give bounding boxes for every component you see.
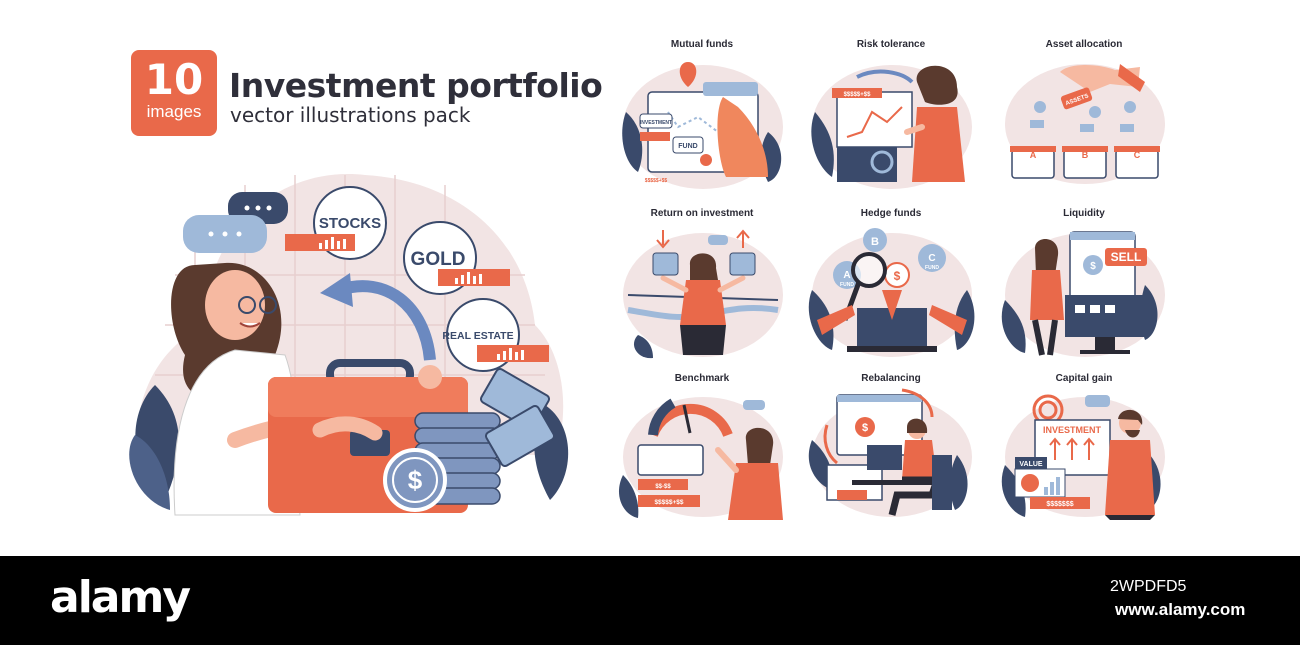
tile-label-hedge-funds: Hedge funds (860, 208, 922, 219)
hero-label-real-estate: REAL ESTATE (442, 330, 513, 342)
dollar-icon: $ (1090, 261, 1096, 272)
tile-label-mutual-funds: Mutual funds (670, 39, 734, 50)
tag-fund-c: FUND (925, 265, 939, 271)
tile-label-capital-gain: Capital gain (1055, 373, 1113, 384)
tag-a: A (843, 270, 850, 281)
tile-risk-tolerance: $$$$$+$$ (811, 65, 972, 189)
tile-label-benchmark: Benchmark (674, 373, 730, 384)
dollar-coin-icon: $ (408, 465, 423, 495)
tile-liquidity: $ SELL (1001, 231, 1165, 357)
tag-fund-a: FUND (840, 282, 854, 288)
tag-b: B (871, 236, 879, 248)
hero-label-stocks: STOCKS (319, 215, 381, 232)
tile-mutual-funds: INVESTMENT FUND $$$$$+$$ (622, 62, 783, 189)
tile-label-rebalancing: Rebalancing (861, 373, 921, 384)
page-title: Investment portfolio (229, 66, 603, 105)
tag-value: VALUE (1019, 461, 1043, 468)
image-count-label: images (146, 102, 202, 121)
tag-investment: INVESTMENT (1043, 425, 1102, 435)
tag-range: $$-$$ (655, 484, 671, 490)
tag-amount: $$$$$+$$ (645, 178, 668, 184)
tag-c: C (928, 253, 935, 264)
brand-logo: alamy (50, 572, 191, 623)
dollar-icon: $ (862, 422, 868, 434)
footer-bar (0, 556, 1300, 645)
image-id: 2WPDFD5 (1110, 578, 1187, 595)
tag-fund: FUND (678, 143, 697, 150)
tile-label-asset-allocation: Asset allocation (1045, 39, 1123, 50)
tile-return-on-investment (623, 229, 783, 359)
tile-capital-gain: INVESTMENT VALUE $$$$$$$ (1001, 394, 1165, 520)
tag-sell: SELL (1111, 250, 1142, 264)
tag-amount: $$$$$$$ (1046, 501, 1073, 508)
tile-hedge-funds: B A FUND C FUND $ (808, 228, 975, 357)
tag-investment: INVESTMENT (640, 120, 672, 126)
tile-label-return-on-investment: Return on investment (650, 208, 754, 219)
tag-a: A (1030, 150, 1037, 160)
tile-asset-allocation: ASSETS A B C (1005, 64, 1165, 184)
page-subtitle: vector illustrations pack (230, 103, 471, 127)
tag-c: C (1134, 150, 1141, 160)
tile-label-liquidity: Liquidity (1063, 208, 1105, 219)
image-count-number: 10 (144, 55, 204, 104)
site-url: www.alamy.com (1115, 600, 1246, 619)
tile-benchmark: $$-$$ $$$$$+$$ (618, 397, 783, 520)
hero-label-gold: GOLD (411, 249, 466, 270)
dollar-icon: $ (894, 269, 901, 283)
hero-illustration: STOCKS GOLD REAL ESTATE $ (129, 174, 569, 516)
tile-label-risk-tolerance: Risk tolerance (856, 39, 926, 50)
tag-amount: $$$$$+$$ (654, 499, 683, 506)
tile-rebalancing: $ (808, 388, 972, 517)
image-count-badge: 10 images (131, 50, 217, 136)
tag-b: B (1082, 150, 1089, 160)
tag-amount: $$$$$+$$ (844, 92, 872, 98)
